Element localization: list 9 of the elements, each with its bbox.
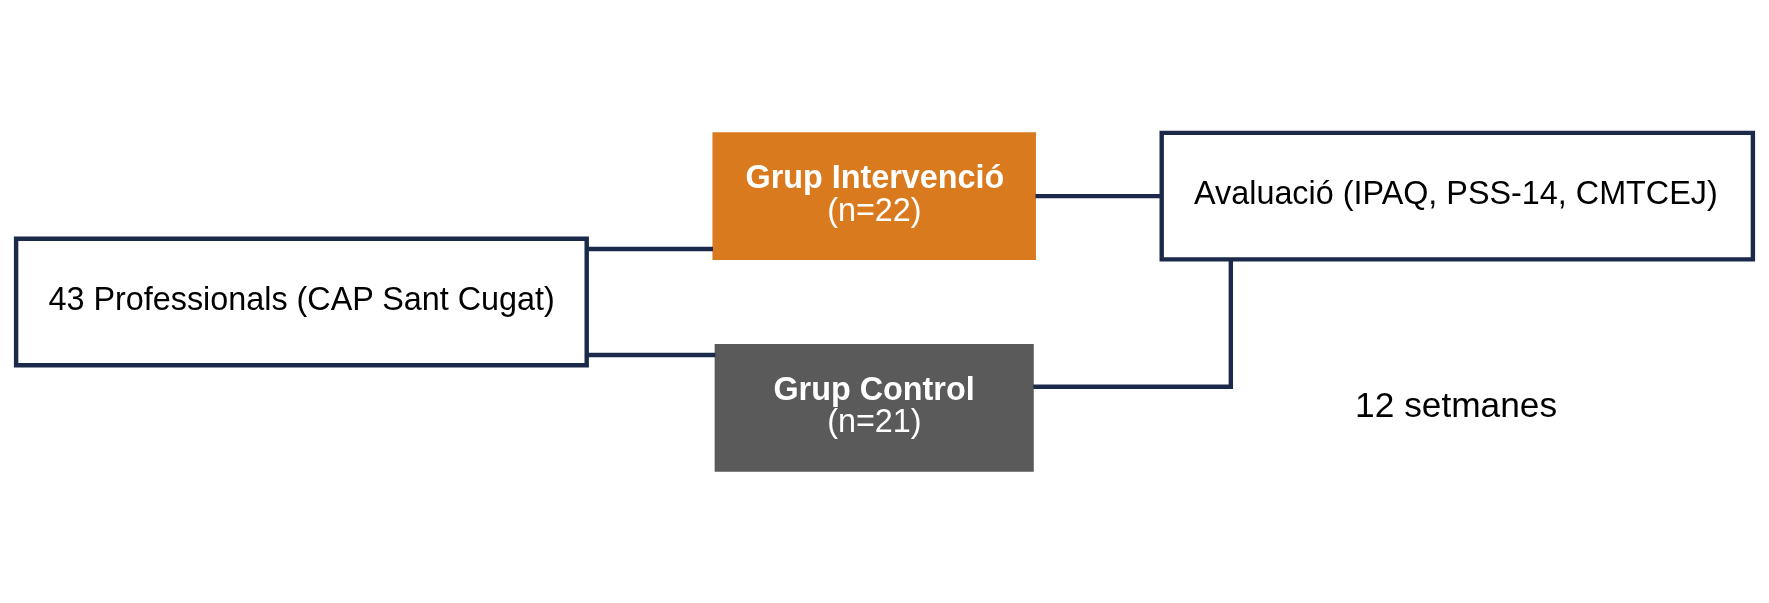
connector xyxy=(1035,193,1162,198)
node-box: Grup Control (n=21) xyxy=(714,343,1034,472)
node-box: Avaluació (IPAQ, PSS-14, CMTCEJ) xyxy=(1159,130,1756,262)
connector xyxy=(1033,259,1234,389)
connector xyxy=(586,246,713,251)
node-box: Grup Intervenció (n=22) xyxy=(712,131,1036,260)
label: 12 setmanes xyxy=(1355,384,1558,424)
connector xyxy=(586,352,716,357)
node-box: 43 Professionals (CAP Sant Cugat) xyxy=(13,236,589,367)
